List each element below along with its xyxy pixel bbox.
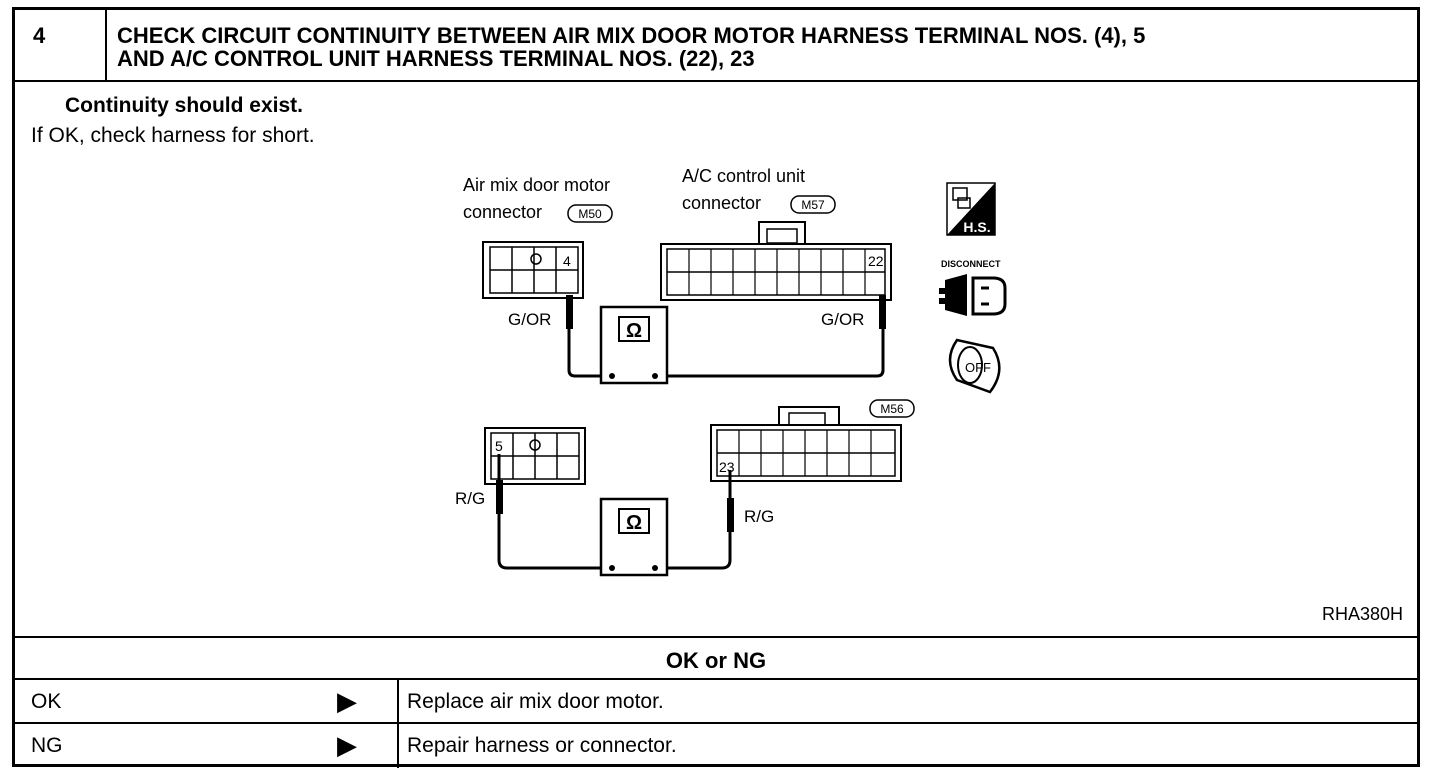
column-divider (397, 724, 399, 768)
procedure-table: 4 CHECK CIRCUIT CONTINUITY BETWEEN AIR M… (12, 7, 1420, 768)
hs-icon-text: H.S. (963, 219, 990, 235)
ohmmeter-icon: Ω (599, 305, 669, 385)
ignition-off-icon: OFF (948, 338, 1001, 394)
result-row-ok: OK ▶ Replace air mix door motor. (15, 680, 1417, 724)
motor-connector-id: M50 (578, 207, 602, 221)
probe-bottom-left (496, 480, 503, 514)
wire-color-top-right: G/OR (821, 310, 864, 329)
result-row-ng: NG ▶ Repair harness or connector. (15, 724, 1417, 768)
result-action-ng: Repair harness or connector. (407, 734, 677, 757)
acu-connector-bottom: 23 (710, 406, 902, 482)
motor-connector-id-badge: M50 (567, 204, 613, 223)
step-number: 4 (15, 10, 107, 82)
wire-color-top-left: G/OR (508, 310, 551, 329)
ohm-symbol-bottom: Ω (626, 512, 642, 534)
acu-connector-id-2: M56 (880, 402, 904, 416)
terminal-22-label: 22 (868, 253, 884, 269)
motor-connector-bottom: 5 (484, 427, 586, 485)
terminal-5-label: 5 (495, 438, 503, 454)
acu-connector-id: M57 (801, 198, 825, 212)
ohm-symbol-top: Ω (626, 320, 642, 342)
acu-connector-id-badge: M57 (790, 195, 836, 214)
motor-connector-label-2: connector (463, 202, 542, 222)
instruction-text: If OK, check harness for short. (31, 124, 315, 147)
ohmmeter-icon: Ω (599, 497, 669, 577)
hs-icon: H.S. (946, 182, 996, 236)
figure-code: RHA380H (1321, 604, 1403, 624)
terminal-23-label: 23 (719, 459, 735, 475)
wire-color-bottom-right: R/G (744, 507, 774, 526)
divider (15, 636, 1417, 638)
wire-color-bottom-left: R/G (455, 489, 485, 508)
acu-connector-label-1: A/C control unit (682, 166, 805, 186)
wire-bottom-left (497, 454, 611, 570)
column-divider (397, 680, 399, 724)
divider (15, 678, 1417, 680)
wire-bottom-right (657, 470, 732, 570)
acu-connector-label-2: connector (682, 193, 761, 213)
arrow-icon: ▶ (337, 686, 357, 716)
probe-bottom-right (727, 498, 734, 532)
divider (15, 80, 1417, 82)
acu-connector-id-badge-2: M56 (869, 399, 915, 418)
terminal-4-label: 4 (563, 253, 571, 269)
result-action-ok: Replace air mix door motor. (407, 690, 664, 713)
result-heading: OK or NG (665, 648, 767, 673)
instruction-bold: Continuity should exist. (65, 94, 304, 117)
off-text: OFF (965, 360, 991, 375)
wire-top-left (567, 329, 611, 378)
motor-connector-label-1: Air mix door motor (463, 175, 610, 195)
result-label-ok: OK (31, 690, 62, 713)
probe-top-right (879, 295, 886, 329)
result-label-ng: NG (31, 734, 63, 757)
step-title: CHECK CIRCUIT CONTINUITY BETWEEN AIR MIX… (107, 10, 1417, 82)
disconnect-icon: DISCONNECT (939, 259, 1007, 316)
continuity-diagram: Air mix door motor connector M50 A/C con… (455, 166, 1007, 577)
divider (15, 722, 1417, 724)
step-title-line-1: CHECK CIRCUIT CONTINUITY BETWEEN AIR MIX… (117, 23, 1146, 48)
motor-connector-top: 4 (482, 241, 584, 299)
acu-connector-top: 22 (660, 221, 892, 301)
step-title-line-2: AND A/C CONTROL UNIT HARNESS TERMINAL NO… (117, 46, 755, 71)
wire-top-right (657, 329, 885, 378)
probe-top-left (566, 295, 573, 329)
arrow-icon: ▶ (337, 730, 357, 760)
disconnect-text: DISCONNECT (941, 259, 1001, 269)
